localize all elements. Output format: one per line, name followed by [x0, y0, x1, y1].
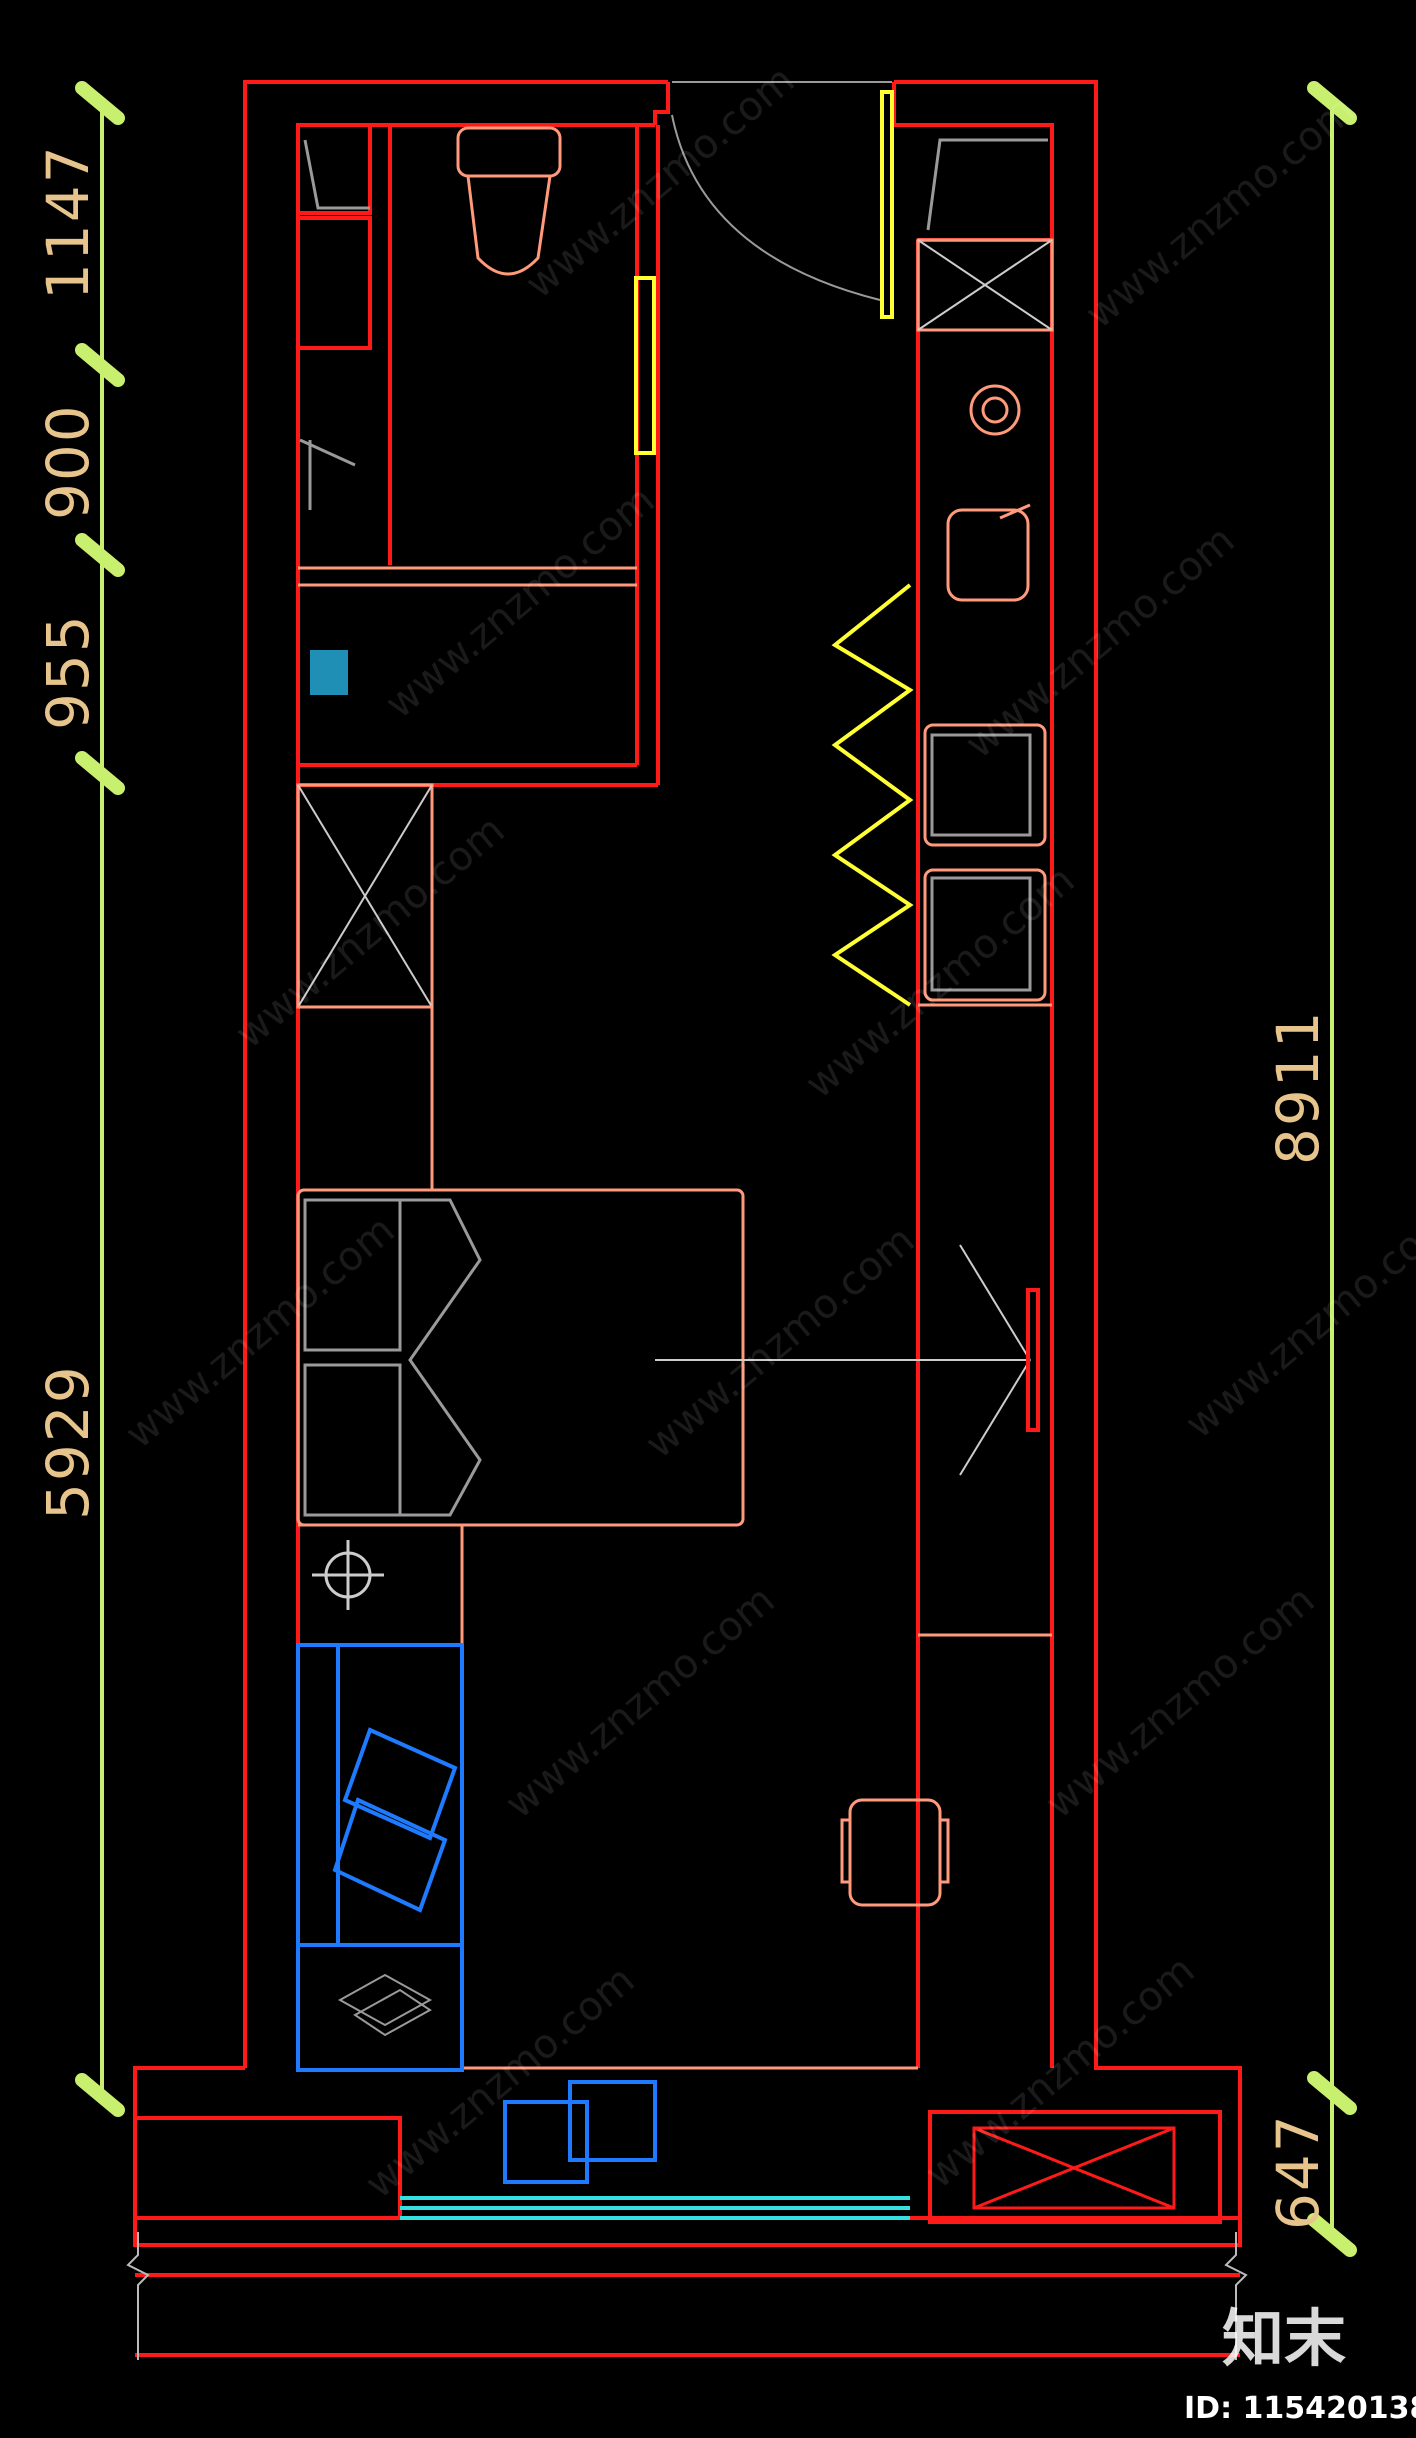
- watermark-text: www.znzmo.com: [797, 857, 1084, 1108]
- washing-machine-icon: [923, 868, 1047, 1002]
- storage-cabinet-icon: [296, 783, 434, 1190]
- watermark-text: www.znzmo.com: [497, 1577, 784, 1828]
- balcony-window: [400, 2196, 910, 2220]
- watermark-text: www.znzmo.com: [957, 517, 1244, 768]
- brand-logo: 知末: [1222, 2302, 1346, 2375]
- fridge-icon: [923, 723, 1047, 847]
- kitchen-sink-icon: [946, 503, 1031, 602]
- watermark-layer: www.znzmo.com www.znzmo.com www.znzmo.co…: [117, 57, 1416, 2208]
- watermark-text: www.znzmo.com: [227, 807, 514, 1058]
- watermark-text: www.znzmo.com: [517, 57, 804, 308]
- watermark-text: www.znzmo.com: [637, 1217, 924, 1468]
- image-id-label: ID: 1154201385: [1184, 2391, 1416, 2426]
- doors: [634, 90, 914, 1007]
- watermark-text: www.znzmo.com: [1177, 1197, 1416, 1448]
- toilet-icon: [456, 126, 562, 276]
- watermark-text: www.znzmo.com: [377, 477, 664, 728]
- desk-chair-icon: [840, 1798, 950, 1907]
- tv-wall-icon: [655, 1244, 1031, 1476]
- dim-955: 955: [34, 613, 102, 730]
- dim-5929: 5929: [34, 1364, 102, 1520]
- dim-8911: 8911: [1264, 1009, 1332, 1165]
- top-right-cabinet-icon: [916, 138, 1054, 332]
- tv-panel: [1026, 1288, 1040, 1432]
- side-table-icon: [337, 1973, 433, 2037]
- stove-burner-icon: [969, 384, 1021, 436]
- watermark-text: www.znzmo.com: [1077, 87, 1364, 338]
- left-dimension-chain: [75, 81, 125, 2117]
- balcony-chairs-icon: [503, 2080, 657, 2184]
- bathroom-fixtures: [299, 139, 370, 510]
- balcony-storage-icon: [972, 2126, 1176, 2210]
- light-fixture-icon: [312, 1540, 384, 1610]
- furniture: [296, 126, 1052, 2070]
- break-marks: [126, 2232, 1248, 2360]
- dim-1147: 1147: [34, 144, 102, 300]
- watermark-text: www.znzmo.com: [1037, 1577, 1324, 1828]
- watermark-text: www.znzmo.com: [917, 1947, 1204, 2198]
- bathroom-door: [634, 276, 656, 455]
- entry-door-panel: [880, 90, 894, 319]
- dim-647: 647: [1264, 2113, 1332, 2230]
- bed-icon: [296, 1188, 745, 1527]
- walls: [133, 80, 1242, 2357]
- shower-valve-icon: [310, 650, 348, 695]
- sofa-icon: [296, 1643, 464, 2072]
- folding-door: [831, 583, 914, 1007]
- watermark-text: www.znzmo.com: [117, 1207, 404, 1458]
- right-dimension-chain: [1307, 81, 1357, 2257]
- dim-900: 900: [34, 403, 102, 520]
- entry-door-swing: [671, 114, 881, 301]
